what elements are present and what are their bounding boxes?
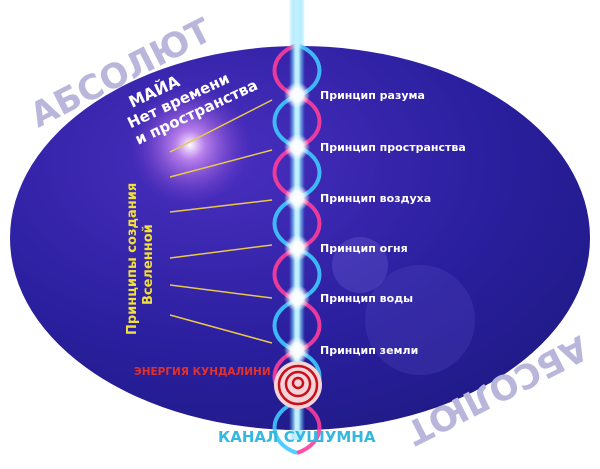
principle-node [284,82,310,108]
channel-label: КАНАЛ СУШУМНА [218,428,376,446]
principle-label: Принцип разума [320,89,425,102]
principle-label: Принцип земли [320,344,418,357]
kundalini-spiral-icon [274,361,322,409]
principles-title: Принципы создания Вселенной [125,183,156,335]
sushumna-channel [289,0,305,440]
kundalini-label: ЭНЕРГИЯ КУНДАЛИНИ [134,366,271,378]
principle-node [284,337,310,363]
connector-lines [169,99,273,344]
principle-node [284,185,310,211]
principle-label: Принцип пространства [320,141,466,154]
principles-title-line2: Вселенной [141,224,156,305]
principle-label: Принцип воды [320,292,413,305]
lens-flare [332,237,388,293]
principles-title-line1: Принципы создания [125,183,140,335]
principle-label: Принцип огня [320,242,408,255]
maya-glow [130,85,250,205]
principle-node [284,285,310,311]
principle-node [284,235,310,261]
principle-label: Принцип воздуха [320,192,431,205]
lens-flare [365,265,475,375]
principle-node [284,134,310,160]
